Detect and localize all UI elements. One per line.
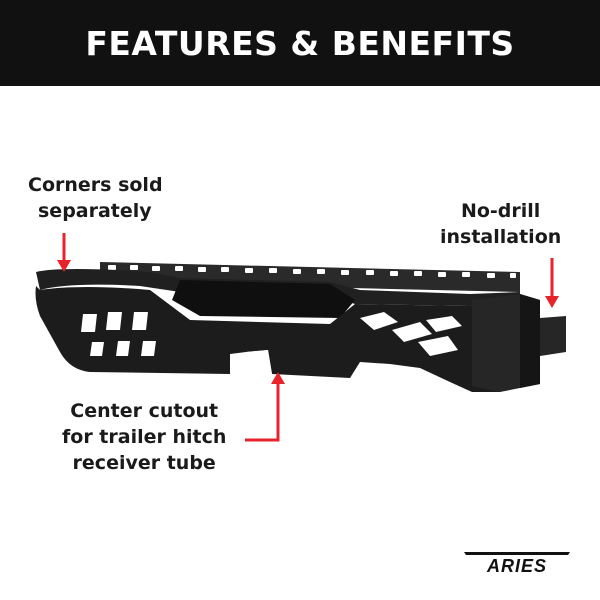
banner-title: FEATURES & BENEFITS (85, 23, 515, 63)
pointer-arrows (62, 233, 554, 442)
callout-line: receiver tube (72, 452, 216, 474)
callout-line: installation (440, 226, 562, 248)
callout-line: Center cutout (70, 400, 219, 422)
front-plate (35, 286, 520, 392)
callout-line: for trailer hitch (62, 426, 227, 448)
flange-slots (108, 265, 516, 278)
callout-line: separately (38, 200, 152, 222)
brand-logo: ARIES (464, 552, 570, 576)
callout-line: No-drill (460, 200, 541, 222)
arrow-head-nodrill (545, 296, 559, 308)
svg-text:ARIES: ARIES (486, 556, 547, 576)
hitch-cutout (230, 350, 272, 374)
left-cutouts (81, 312, 156, 356)
callout-corners-sold-separately: Corners sold separately (28, 172, 163, 224)
header-banner: FEATURES & BENEFITS (0, 0, 600, 86)
arrow-head-corners (57, 260, 71, 272)
right-cutouts (360, 312, 462, 356)
side-bracket (472, 294, 566, 392)
callout-line: Corners sold (28, 174, 163, 196)
arrow-head-center (271, 372, 285, 384)
callout-no-drill-installation: No-drill installation (440, 198, 561, 250)
callout-center-cutout: Center cutout for trailer hitch receiver… (62, 398, 226, 476)
center-recess (172, 280, 355, 318)
